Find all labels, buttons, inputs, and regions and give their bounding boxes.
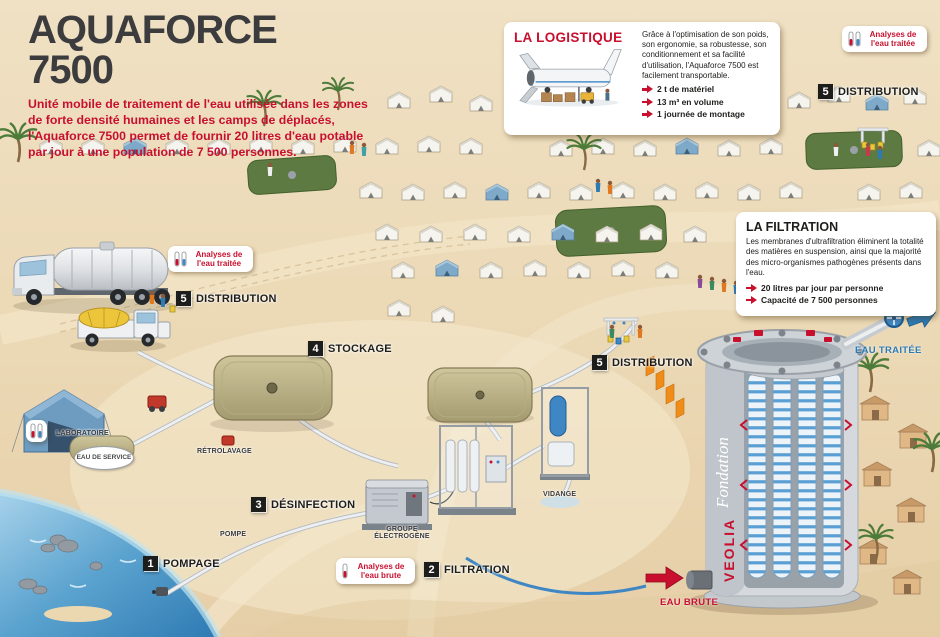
step-label: DÉSINFECTION bbox=[271, 498, 356, 511]
foreground-sand bbox=[250, 560, 940, 637]
red-arrow-icon bbox=[642, 97, 653, 106]
raw-water-inlet bbox=[645, 566, 713, 590]
test-tubes-icon bbox=[174, 251, 187, 267]
logistics-bullets: 2 t de matériel 13 m³ en volume 1 journé… bbox=[642, 84, 770, 119]
submersible-pump bbox=[152, 587, 168, 596]
backwash-label: RÉTROLAVAGE bbox=[197, 448, 252, 455]
filtration-bullet-label: Capacité de 7 500 personnes bbox=[761, 295, 878, 306]
storage-tank-1 bbox=[210, 355, 334, 432]
jerrycans bbox=[169, 141, 884, 345]
analysis-badge-label: Analyses de l'eau traitée bbox=[869, 30, 917, 49]
motor-pump bbox=[147, 395, 167, 412]
orange-fence bbox=[645, 355, 685, 419]
step-label: FILTRATION bbox=[444, 563, 510, 576]
raw-water-pipe bbox=[465, 556, 647, 595]
raw-water-arrow bbox=[645, 566, 684, 590]
filtration-bullet-label: 20 litres par jour par personne bbox=[761, 282, 884, 293]
analysis-badge-label: Analyses de l'eau brute bbox=[357, 562, 405, 581]
step-label: STOCKAGE bbox=[328, 342, 392, 355]
analysis-badge-label: Analyses de l'eau traitée bbox=[195, 250, 243, 269]
step-pompage: 1 POMPAGE bbox=[143, 556, 220, 571]
step-distribution-topright: 5 DISTRIBUTION bbox=[818, 84, 919, 99]
step-number: 2 bbox=[424, 562, 439, 577]
flange-bolts bbox=[700, 329, 864, 375]
veolia-label: VEOLIA bbox=[721, 518, 737, 582]
treated-water-label: EAU TRAITÉE bbox=[855, 345, 922, 356]
step-distribution-truck: 5 DISTRIBUTION bbox=[176, 291, 277, 306]
logistics-bullet-label: 2 t de matériel bbox=[657, 84, 715, 95]
people bbox=[149, 140, 883, 338]
logistics-bullet: 13 m³ en volume bbox=[642, 97, 770, 107]
logistics-bullet-label: 13 m³ en volume bbox=[657, 96, 724, 107]
logistics-title: LA LOGISTIQUE bbox=[514, 30, 623, 45]
service-water-label: EAU DE SERVICE bbox=[74, 446, 134, 470]
step-label: DISTRIBUTION bbox=[612, 356, 693, 369]
pump-label: POMPE bbox=[220, 531, 247, 538]
sandbar bbox=[44, 606, 112, 622]
step-label: DISTRIBUTION bbox=[838, 85, 919, 98]
test-tubes-icon bbox=[848, 31, 861, 47]
step-number: 1 bbox=[143, 556, 158, 571]
laboratory-badge bbox=[26, 420, 47, 442]
step-label: POMPAGE bbox=[163, 557, 220, 570]
step-number: 5 bbox=[592, 355, 607, 370]
logistics-text: Grâce à l'optimisation de son poids, son… bbox=[642, 30, 769, 80]
tap-stand-center bbox=[603, 317, 639, 336]
analysis-badge-treated-top: Analyses de l'eau traitée bbox=[842, 26, 927, 53]
laboratory-label: LABORATOIRE bbox=[56, 430, 109, 437]
cargo-plane-illustration bbox=[519, 49, 622, 107]
logistics-bullet-label: 1 journée de montage bbox=[657, 109, 745, 120]
step-stockage: 4 STOCKAGE bbox=[308, 341, 392, 356]
storage-tank-2 bbox=[426, 367, 534, 425]
logistics-bullet: 1 journée de montage bbox=[642, 109, 770, 119]
backwash-pump bbox=[221, 435, 235, 446]
step-number: 3 bbox=[251, 497, 266, 512]
step-label: DISTRIBUTION bbox=[196, 292, 277, 305]
logistics-box: LA LOGISTIQUE Grâce à l'optimisatio bbox=[504, 22, 780, 135]
drain-label: VIDANGE bbox=[543, 491, 577, 498]
step-filtration: 2 FILTRATION bbox=[424, 562, 510, 577]
filtration-bullet: 20 litres par jour par personne bbox=[746, 283, 926, 293]
flange-clamps bbox=[733, 330, 832, 342]
step-number: 5 bbox=[818, 84, 833, 99]
rocks bbox=[18, 534, 103, 595]
step-number: 4 bbox=[308, 341, 323, 356]
red-arrow-icon bbox=[746, 283, 757, 292]
dosing-skid bbox=[540, 387, 590, 480]
tap-stand-right bbox=[857, 127, 889, 144]
filtration-box: LA FILTRATION Les membranes d'ultrafiltr… bbox=[736, 212, 936, 316]
filtration-title: LA FILTRATION bbox=[746, 220, 839, 234]
filtration-text: Les membranes d'ultrafiltration éliminen… bbox=[746, 237, 924, 278]
tanker-truck bbox=[12, 241, 177, 314]
test-tube-icon bbox=[342, 563, 348, 579]
generator-label: GROUPE ÉLECTROGÈNE bbox=[374, 526, 430, 540]
intro-text: Unité mobile de traitement de l'eau util… bbox=[28, 97, 368, 159]
red-arrow-icon bbox=[642, 110, 653, 119]
analysis-badge-treated-truck: Analyses de l'eau traitée bbox=[168, 246, 253, 273]
logistics-bullet: 2 t de matériel bbox=[642, 84, 770, 94]
step-number: 5 bbox=[176, 291, 191, 306]
filtration-skid bbox=[438, 425, 516, 515]
filter-cutaway: Fondation VEOLIA bbox=[645, 307, 937, 615]
filtration-bullets: 20 litres par jour par personne Capacité… bbox=[746, 283, 926, 305]
drain-puddle bbox=[540, 496, 580, 508]
raw-water-label: EAU BRUTE bbox=[660, 597, 719, 608]
filtration-bullet: Capacité de 7 500 personnes bbox=[746, 295, 926, 305]
analysis-badge-raw: Analyses de l'eau brute bbox=[336, 558, 415, 585]
fondation-label: Fondation bbox=[713, 437, 732, 509]
red-arrow-icon bbox=[642, 85, 653, 94]
step-desinfection: 3 DÉSINFECTION bbox=[251, 497, 355, 512]
red-arrow-icon bbox=[746, 296, 757, 305]
title-block: AQUAFORCE 7500 Unité mobile de traitemen… bbox=[28, 10, 376, 161]
step-distribution-center: 5 DISTRIBUTION bbox=[592, 355, 693, 370]
page-title: AQUAFORCE 7500 bbox=[28, 8, 278, 92]
test-tubes-icon bbox=[30, 423, 43, 439]
generator bbox=[362, 479, 432, 530]
water-body bbox=[0, 488, 222, 637]
pickup-truck bbox=[70, 307, 171, 352]
